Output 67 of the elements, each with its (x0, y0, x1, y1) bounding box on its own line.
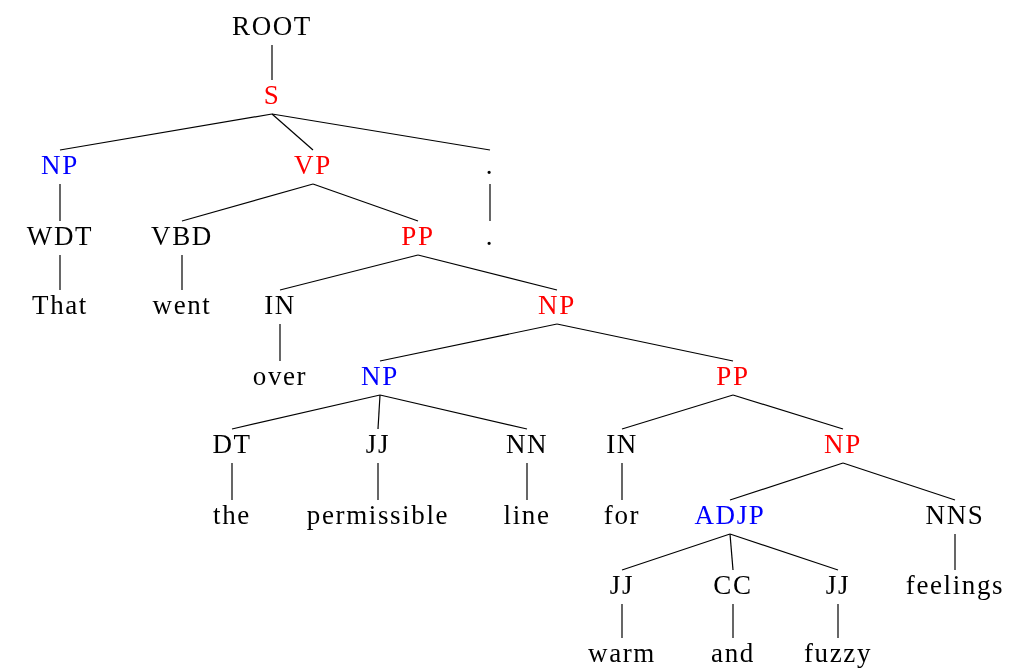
tree-branch (621, 603, 623, 639)
tree-label: JJ (363, 429, 393, 463)
tree-branch (271, 113, 314, 151)
tree-branch (271, 113, 491, 151)
tree-label: the (211, 500, 253, 534)
tree-label: permissible (304, 500, 452, 534)
tree-label: DT (210, 429, 254, 463)
tree-branch (181, 183, 314, 222)
tree-label: S (261, 80, 283, 114)
tree-branch (621, 533, 731, 571)
tree-label: CC (711, 570, 755, 604)
tree-branch (729, 462, 844, 501)
tree-branch (231, 394, 381, 430)
tree-label: for (601, 500, 643, 534)
tree-branch (954, 533, 956, 571)
tree-branch (379, 323, 558, 362)
tree-branch (59, 183, 61, 222)
tree-branch (59, 113, 273, 151)
tree-label: ROOT (230, 11, 314, 45)
tree-branch (729, 533, 734, 571)
tree-branch (231, 462, 233, 501)
tree-label: went (150, 290, 214, 324)
tree-branch (377, 394, 381, 430)
tree-branch (181, 254, 183, 291)
tree-label: warm (586, 638, 658, 670)
tree-label: That (30, 290, 90, 324)
tree-label: VP (292, 150, 334, 184)
tree-branch (417, 254, 558, 291)
tree-branch (526, 462, 528, 501)
tree-branch (279, 323, 281, 362)
tree-branch (379, 394, 528, 430)
tree-label: and (709, 638, 757, 670)
tree-label: PP (714, 361, 752, 395)
tree-label: NP (39, 150, 81, 184)
tree-label: line (501, 500, 553, 534)
tree-branch (312, 183, 419, 222)
tree-label: feelings (903, 570, 1007, 604)
tree-branch (621, 394, 734, 430)
tree-label: WDT (24, 221, 96, 255)
tree-label: ADJP (692, 500, 768, 534)
tree-branch (837, 603, 839, 639)
tree-branch (271, 44, 273, 81)
tree-label: IN (262, 290, 298, 324)
tree-label: NP (822, 429, 864, 463)
tree-branch (732, 394, 844, 430)
tree-label: PP (399, 221, 437, 255)
tree-label: JJ (607, 570, 637, 604)
tree-label: NP (359, 361, 401, 395)
tree-branch (279, 254, 419, 291)
tree-label: over (250, 361, 310, 395)
tree-label: VBD (149, 221, 215, 255)
tree-label: fuzzy (801, 638, 875, 670)
tree-label: NP (536, 290, 578, 324)
tree-label: . (483, 150, 497, 184)
tree-label: . (483, 221, 497, 255)
tree-label: NNS (923, 500, 987, 534)
tree-branch (59, 254, 61, 291)
tree-branch (621, 462, 623, 501)
tree-label: IN (604, 429, 640, 463)
tree-branch (377, 462, 379, 501)
tree-branch (489, 183, 491, 222)
tree-branch (842, 462, 956, 501)
tree-label: JJ (823, 570, 853, 604)
tree-branch (556, 323, 734, 362)
tree-label: NN (503, 429, 551, 463)
tree-branch (729, 533, 839, 571)
tree-branch (732, 603, 734, 639)
